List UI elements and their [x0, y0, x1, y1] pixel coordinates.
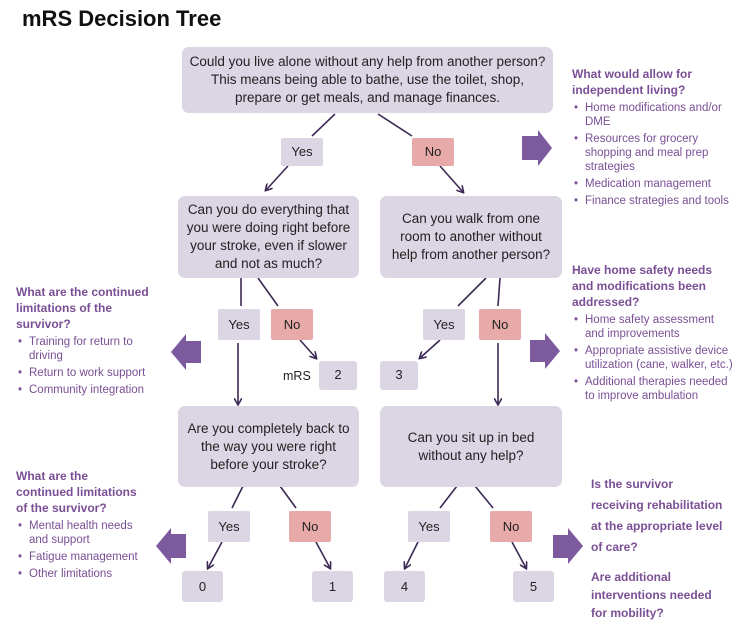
score-1: 1: [312, 571, 353, 602]
list-item: Community integration: [16, 383, 164, 397]
no-label-q2: No: [271, 309, 313, 340]
score-2: 2: [319, 361, 357, 390]
list-item: Mental health needs and support: [16, 519, 146, 547]
list-item: Training for return to driving: [16, 335, 164, 363]
question-sit-up-bed: Can you sit up in bed without any help?: [380, 406, 562, 487]
score-5: 5: [513, 571, 554, 602]
side-heading: Have home safety needs and modifications…: [572, 263, 713, 309]
list-item: Return to work support: [16, 366, 164, 380]
list-item: Additional therapies needed to improve a…: [572, 375, 734, 403]
side-limitations-lower: What are the continued limitations of th…: [16, 468, 146, 584]
list-item: Fatigue management: [16, 550, 146, 564]
side-independent-living: What would allow for independent living?…: [572, 66, 732, 211]
list-item: Home modifications and/or DME: [572, 101, 732, 129]
list-item: Finance strategies and tools: [572, 194, 732, 208]
arrow-left-icon: [156, 528, 186, 564]
page-title: mRS Decision Tree: [22, 6, 222, 31]
side-rehab-question: Is the survivor receiving rehabilitation…: [591, 477, 723, 554]
score-4: 4: [384, 571, 425, 602]
no-label-q1: No: [412, 138, 454, 166]
question-walk-room: Can you walk from one room to another wi…: [380, 196, 562, 278]
yes-label-q4: Yes: [208, 511, 250, 542]
arrow-left-icon: [171, 334, 201, 370]
side-heading: What would allow for independent living?: [572, 67, 692, 97]
no-label-q4: No: [289, 511, 331, 542]
score-3: 3: [380, 361, 418, 390]
arrow-right-icon: [553, 528, 583, 564]
list-item: Appropriate assistive device utilization…: [572, 344, 734, 372]
mrs-label: mRS: [283, 369, 311, 383]
yes-label-q3: Yes: [423, 309, 465, 340]
side-heading: What are the continued limitations of th…: [16, 469, 137, 515]
side-limitations-upper: What are the continued limitations of th…: [16, 284, 164, 400]
list-item: Resources for grocery shopping and meal …: [572, 132, 732, 174]
list-item: Medication management: [572, 177, 732, 191]
list-item: Home safety assessment and improvements: [572, 313, 734, 341]
arrow-right-icon: [530, 333, 560, 369]
score-0: 0: [182, 571, 223, 602]
side-home-safety: Have home safety needs and modifications…: [572, 262, 734, 406]
no-label-q5: No: [490, 511, 532, 542]
side-mobility-question: Are additional interventions needed for …: [591, 570, 712, 620]
yes-label-q5: Yes: [408, 511, 450, 542]
side-heading: What are the continued limitations of th…: [16, 285, 149, 331]
yes-label-q2: Yes: [218, 309, 260, 340]
no-label-q3: No: [479, 309, 521, 340]
yes-label-q1: Yes: [281, 138, 323, 166]
question-completely-back: Are you completely back to the way you w…: [178, 406, 359, 487]
question-everything-before-stroke: Can you do everything that you were doin…: [178, 196, 359, 278]
arrow-right-icon: [522, 130, 552, 166]
list-item: Other limitations: [16, 567, 146, 581]
question-independent-living: Could you live alone without any help fr…: [182, 47, 553, 113]
